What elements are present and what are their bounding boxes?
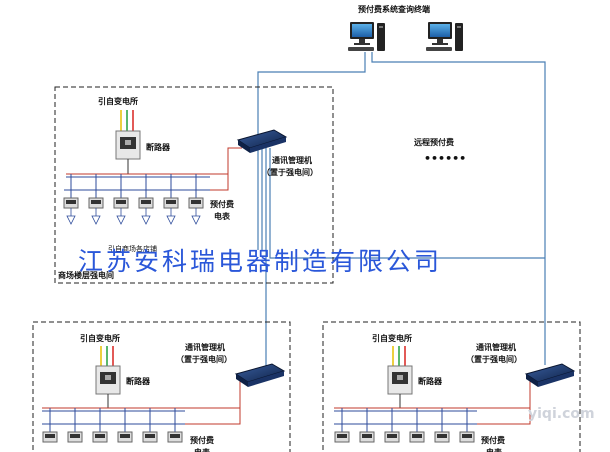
feeder-label: 引自商场各店铺 [108,244,157,253]
meter-icon [142,408,158,443]
breaker-icon [115,130,141,160]
meter-label-2: 电表 [486,447,503,452]
network-lines [257,52,546,366]
meter-icon [92,408,108,443]
meter-label-1: 预付费 [210,199,234,209]
meter-icon [117,408,133,443]
meter-icon [188,174,204,209]
meter-row [63,174,204,209]
source-label: 引自变电所 [98,96,138,106]
query-terminals: 预付费系统查询终端 [348,4,463,51]
meter-icon [359,408,375,443]
meter-icon [409,408,425,443]
meter-icon [42,408,58,443]
meter-icon [167,408,183,443]
meter-row [42,408,183,443]
comm-label-1: 通讯管理机 [272,155,312,165]
meter-icon [63,174,79,209]
comm-manager-icon [524,363,576,387]
meter-icon [67,408,83,443]
comm-manager-icon [234,363,286,387]
computer-icon [348,22,385,51]
comm-label-1: 通讯管理机 [185,342,225,352]
meter-icon [163,174,179,209]
meter-label-1: 预付费 [481,435,505,445]
comm-label-2: （置于强电间） [176,354,232,364]
remote-prepay-label: 远程预付费 [414,137,454,147]
load-arrows [66,208,201,225]
meter-row [334,408,475,443]
source-label: 引自变电所 [80,333,120,343]
source-label: 引自变电所 [372,333,412,343]
computer-icon [426,22,463,51]
company-watermark: 江苏安科瑞电器制造有限公司 [78,247,442,276]
meter-icon [138,174,154,209]
meter-icon [88,174,104,209]
meter-label-1: 预付费 [190,435,214,445]
comm-label-2: （置于强电间） [262,167,318,177]
site-logo: yiqi.com [528,406,595,422]
panel-bottom-right: 引自变电所 断路器 预付费 电表 通讯管理机 （置于 [322,321,581,452]
breaker-label: 断路器 [418,376,443,386]
meter-icon [384,408,400,443]
breaker-label: 断路器 [146,142,171,152]
panel-floor-room: 引自变电所 断路器 [54,86,334,284]
comm-label-2: （置于强电间） [466,354,522,364]
terminal-label: 预付费系统查询终端 [358,4,430,14]
room-label: 商场楼层强电间 [58,270,114,280]
remote-dots: •••••• [424,152,466,165]
comm-manager-icon [236,129,288,153]
meter-icon [434,408,450,443]
meter-icon [113,174,129,209]
meter-label-2: 电表 [194,447,211,452]
breaker-icon [387,365,413,395]
breaker-label: 断路器 [126,376,151,386]
meter-label-2: 电表 [214,211,231,221]
comm-label-1: 通讯管理机 [476,342,516,352]
meter-icon [459,408,475,443]
breaker-icon [95,365,121,395]
meter-icon [334,408,350,443]
panel-bottom-left: 引自变电所 断路器 预付费 电表 通讯管理机 （置于 [32,321,291,452]
